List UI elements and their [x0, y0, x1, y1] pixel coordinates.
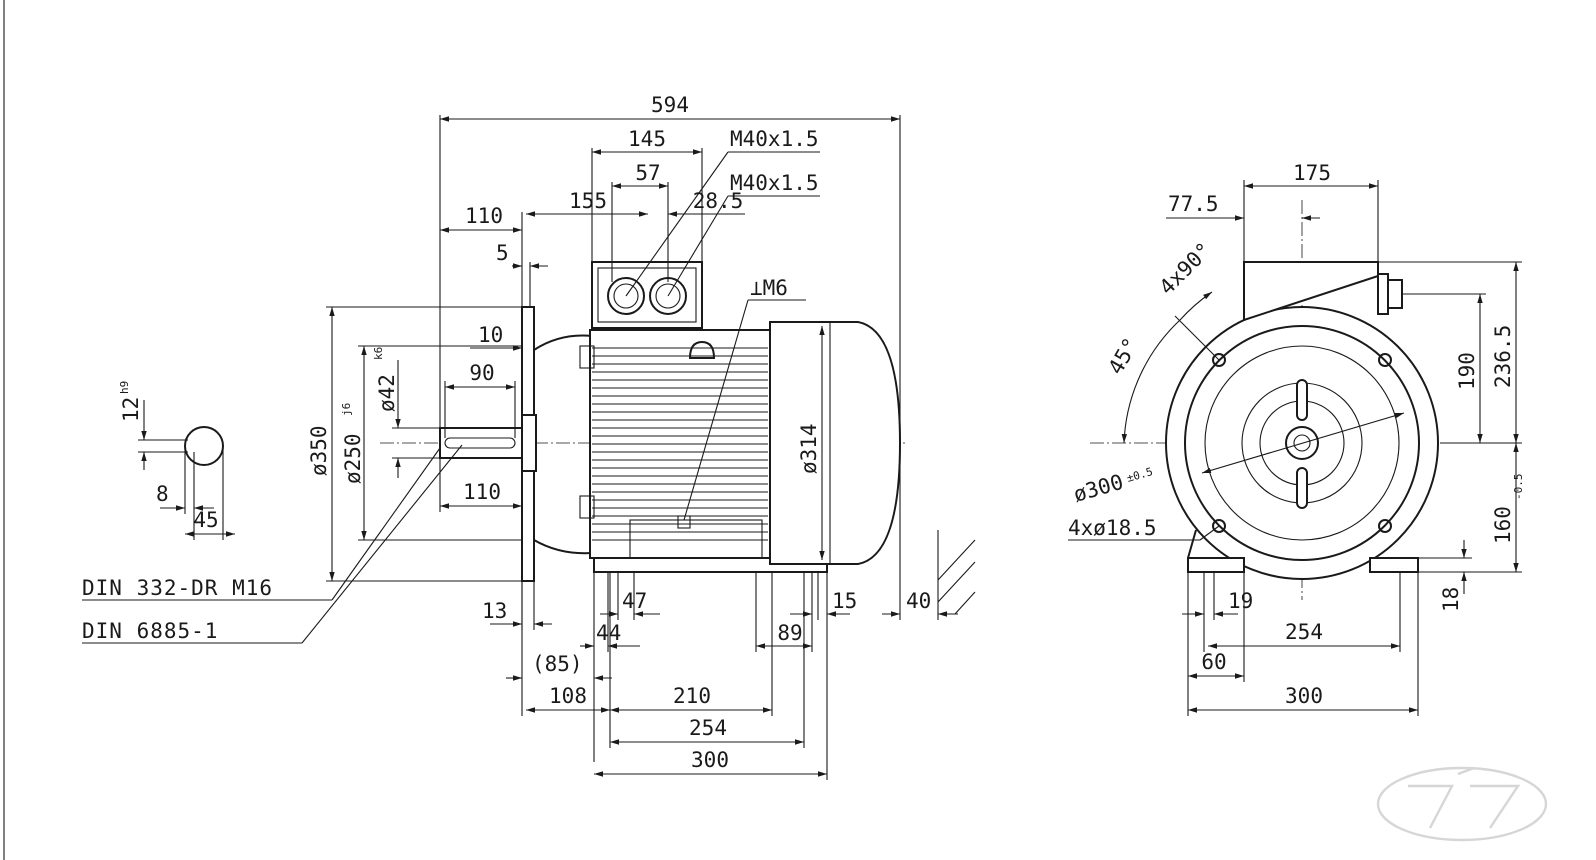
dim-frame-diameter: ø314 — [797, 423, 821, 474]
cooling-fins — [592, 347, 768, 541]
dim-shaft-height: 160 — [1491, 506, 1515, 544]
dim-shaft-shoulder: 10 — [478, 323, 503, 347]
note-key-standard: DIN 6885-1 — [82, 619, 218, 643]
flange-hole-icon — [1378, 519, 1392, 533]
cable-gland-2-inner — [655, 283, 681, 309]
end-foot-right — [1369, 557, 1419, 573]
dim-shaft-to-foot: 108 — [549, 684, 587, 708]
section-hatch — [164, 428, 184, 466]
dim-flange-diameter: ø350 — [307, 425, 331, 476]
dim-foot-hole-210: 210 — [673, 684, 711, 708]
dim-end-foot-hole-spacing: 254 — [1285, 620, 1323, 644]
dim-foot-rear-edge: 15 — [832, 589, 857, 613]
flange-hole-icon — [1212, 519, 1226, 533]
dim-shaft-section-width: 45 — [193, 508, 218, 532]
dim-end-foot-width: 300 — [1285, 684, 1323, 708]
dim-shaft-projection: 110 — [465, 204, 503, 228]
key-width-tolerance: h9 — [118, 381, 131, 394]
dim-key-depth: 8 — [156, 482, 169, 506]
dim-end-foot-60: 60 — [1201, 650, 1226, 674]
dim-foot-85: (85) — [532, 652, 583, 676]
dim-foot-hole-diameter: 19 — [1228, 589, 1253, 613]
shaft-section-circle — [184, 426, 224, 466]
pitch-circle-tolerance: ±0.5 — [1125, 465, 1154, 485]
dim-foot-44: 44 — [596, 621, 621, 645]
drain-slot-top — [1296, 379, 1308, 421]
endshield-bolt-bottom — [579, 495, 595, 519]
dim-spigot-depth: 5 — [496, 241, 509, 265]
dim-flange-holes: 4xø18.5 — [1068, 516, 1157, 540]
dim-spigot-diameter: ø250 — [341, 433, 365, 484]
earth-terminal-icon — [677, 515, 691, 529]
dim-key-length: 90 — [469, 361, 494, 385]
fan-cover — [769, 321, 902, 565]
earth-thread-callout: ⊥M6 — [750, 276, 788, 300]
watermark-logo — [1376, 766, 1548, 842]
dim-foot-47: 47 — [622, 589, 647, 613]
dim-shaft-diameter: ø42 — [375, 374, 399, 412]
gland-callout-1: M40x1.5 — [730, 127, 819, 151]
shaft-height-tolerance: -0.5 — [1512, 474, 1525, 501]
dim-gland-offset: 28.5 — [693, 189, 744, 213]
shaft-tolerance: k6 — [372, 347, 385, 360]
dim-key-width: 12 — [119, 397, 143, 422]
dim-shaft-length: 110 — [463, 480, 501, 504]
dim-pitch-circle: ø300 — [1071, 470, 1126, 507]
dim-gland-height: 190 — [1455, 352, 1479, 390]
dim-end-box-width: 175 — [1293, 161, 1331, 185]
shaft-key-section: 12 h9 8 45 — [118, 381, 244, 540]
flange-hole-icon — [1212, 353, 1226, 367]
dim-flange-thickness: 13 — [482, 599, 507, 623]
end-frame-circle — [1184, 325, 1420, 561]
section-hatch — [224, 428, 244, 466]
dim-gland-spacing: 57 — [635, 161, 660, 185]
foot-base-block — [629, 519, 763, 559]
dim-foot-thickness: 18 — [1439, 587, 1463, 612]
shaft-keyway — [444, 437, 516, 449]
dim-foot-length: 300 — [691, 748, 729, 772]
lifting-eye-icon — [688, 340, 716, 359]
note-centre-hole: DIN 332-DR M16 — [82, 576, 273, 600]
dim-foot-hole-254: 254 — [689, 716, 727, 740]
dim-end-box-offset: 77.5 — [1168, 192, 1219, 216]
dim-fan-cover-gap: 40 — [906, 589, 931, 613]
flange-hole-icon — [1378, 353, 1392, 367]
cable-gland-1-inner — [613, 283, 639, 309]
dim-overall-height: 236.5 — [1491, 325, 1515, 388]
spigot-tolerance: j6 — [340, 403, 353, 416]
angle-spacing: 4x90° — [1155, 238, 1217, 300]
flange-spigot — [521, 414, 537, 472]
endshield-bolt-top — [579, 345, 595, 369]
end-view: 175 77.5 45° 4x90° ø300 ±0.5 4xø18.5 190… — [1068, 161, 1525, 716]
end-gland-nut — [1377, 273, 1389, 315]
terminal-box-lid — [597, 267, 697, 323]
motor-shaft — [439, 427, 523, 459]
end-cable-gland-icon — [1387, 279, 1403, 309]
dim-shaft-to-box: 155 — [569, 189, 607, 213]
dim-overall-length: 594 — [651, 93, 689, 117]
angle-start: 45° — [1104, 334, 1144, 379]
side-view: 594 145 57 110 155 28.5 M40x1.5 M40x1.5 … — [82, 93, 976, 780]
dim-terminal-box-length: 145 — [628, 127, 666, 151]
dim-foot-rear: 89 — [777, 621, 802, 645]
gland-callout-2: M40x1.5 — [730, 171, 819, 195]
drain-slot-bottom — [1296, 467, 1308, 509]
